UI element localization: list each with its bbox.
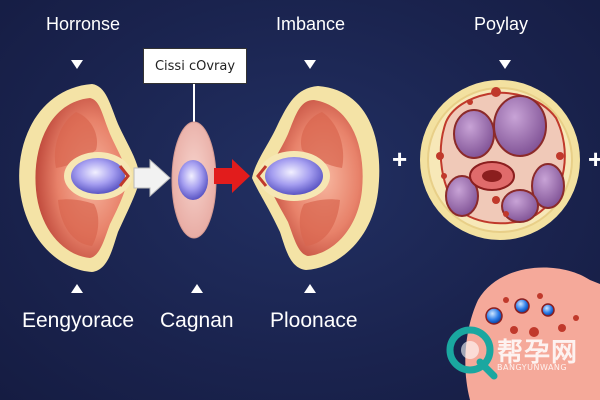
cell-cluster [465, 267, 600, 400]
callout-box: Cissi cOvray [143, 48, 247, 84]
polycystic-ovary-section [420, 80, 580, 240]
callout-pointer-line [193, 84, 195, 128]
label-bottom-left: Eengyorace [22, 309, 135, 332]
watermark-subtext: BANGYUNWANG [497, 363, 568, 372]
label-top-left: Horronse [46, 14, 121, 34]
label-bottom-right: Ploonace [270, 309, 358, 332]
plus-icon: + [588, 144, 600, 174]
up-triangle-icon [304, 284, 316, 293]
middle-ovary [171, 121, 217, 239]
white-arrow-icon [133, 158, 171, 198]
label-top-right: Poylay [474, 14, 529, 34]
label-top-middle: Imbance [276, 14, 346, 34]
plus-icon: + [392, 144, 408, 174]
watermark-logo-icon [446, 326, 498, 380]
red-arrow-icon [214, 159, 250, 193]
down-triangle-icon [499, 60, 511, 69]
left-uterus [19, 84, 140, 272]
down-triangle-icon [71, 60, 83, 69]
up-triangle-icon [191, 284, 203, 293]
down-triangle-icon [304, 60, 316, 69]
up-triangle-icon [71, 284, 83, 293]
watermark-text: 帮孕网 [497, 338, 579, 368]
label-bottom-middle: Cagnan [160, 309, 234, 332]
right-uterus [252, 86, 380, 270]
